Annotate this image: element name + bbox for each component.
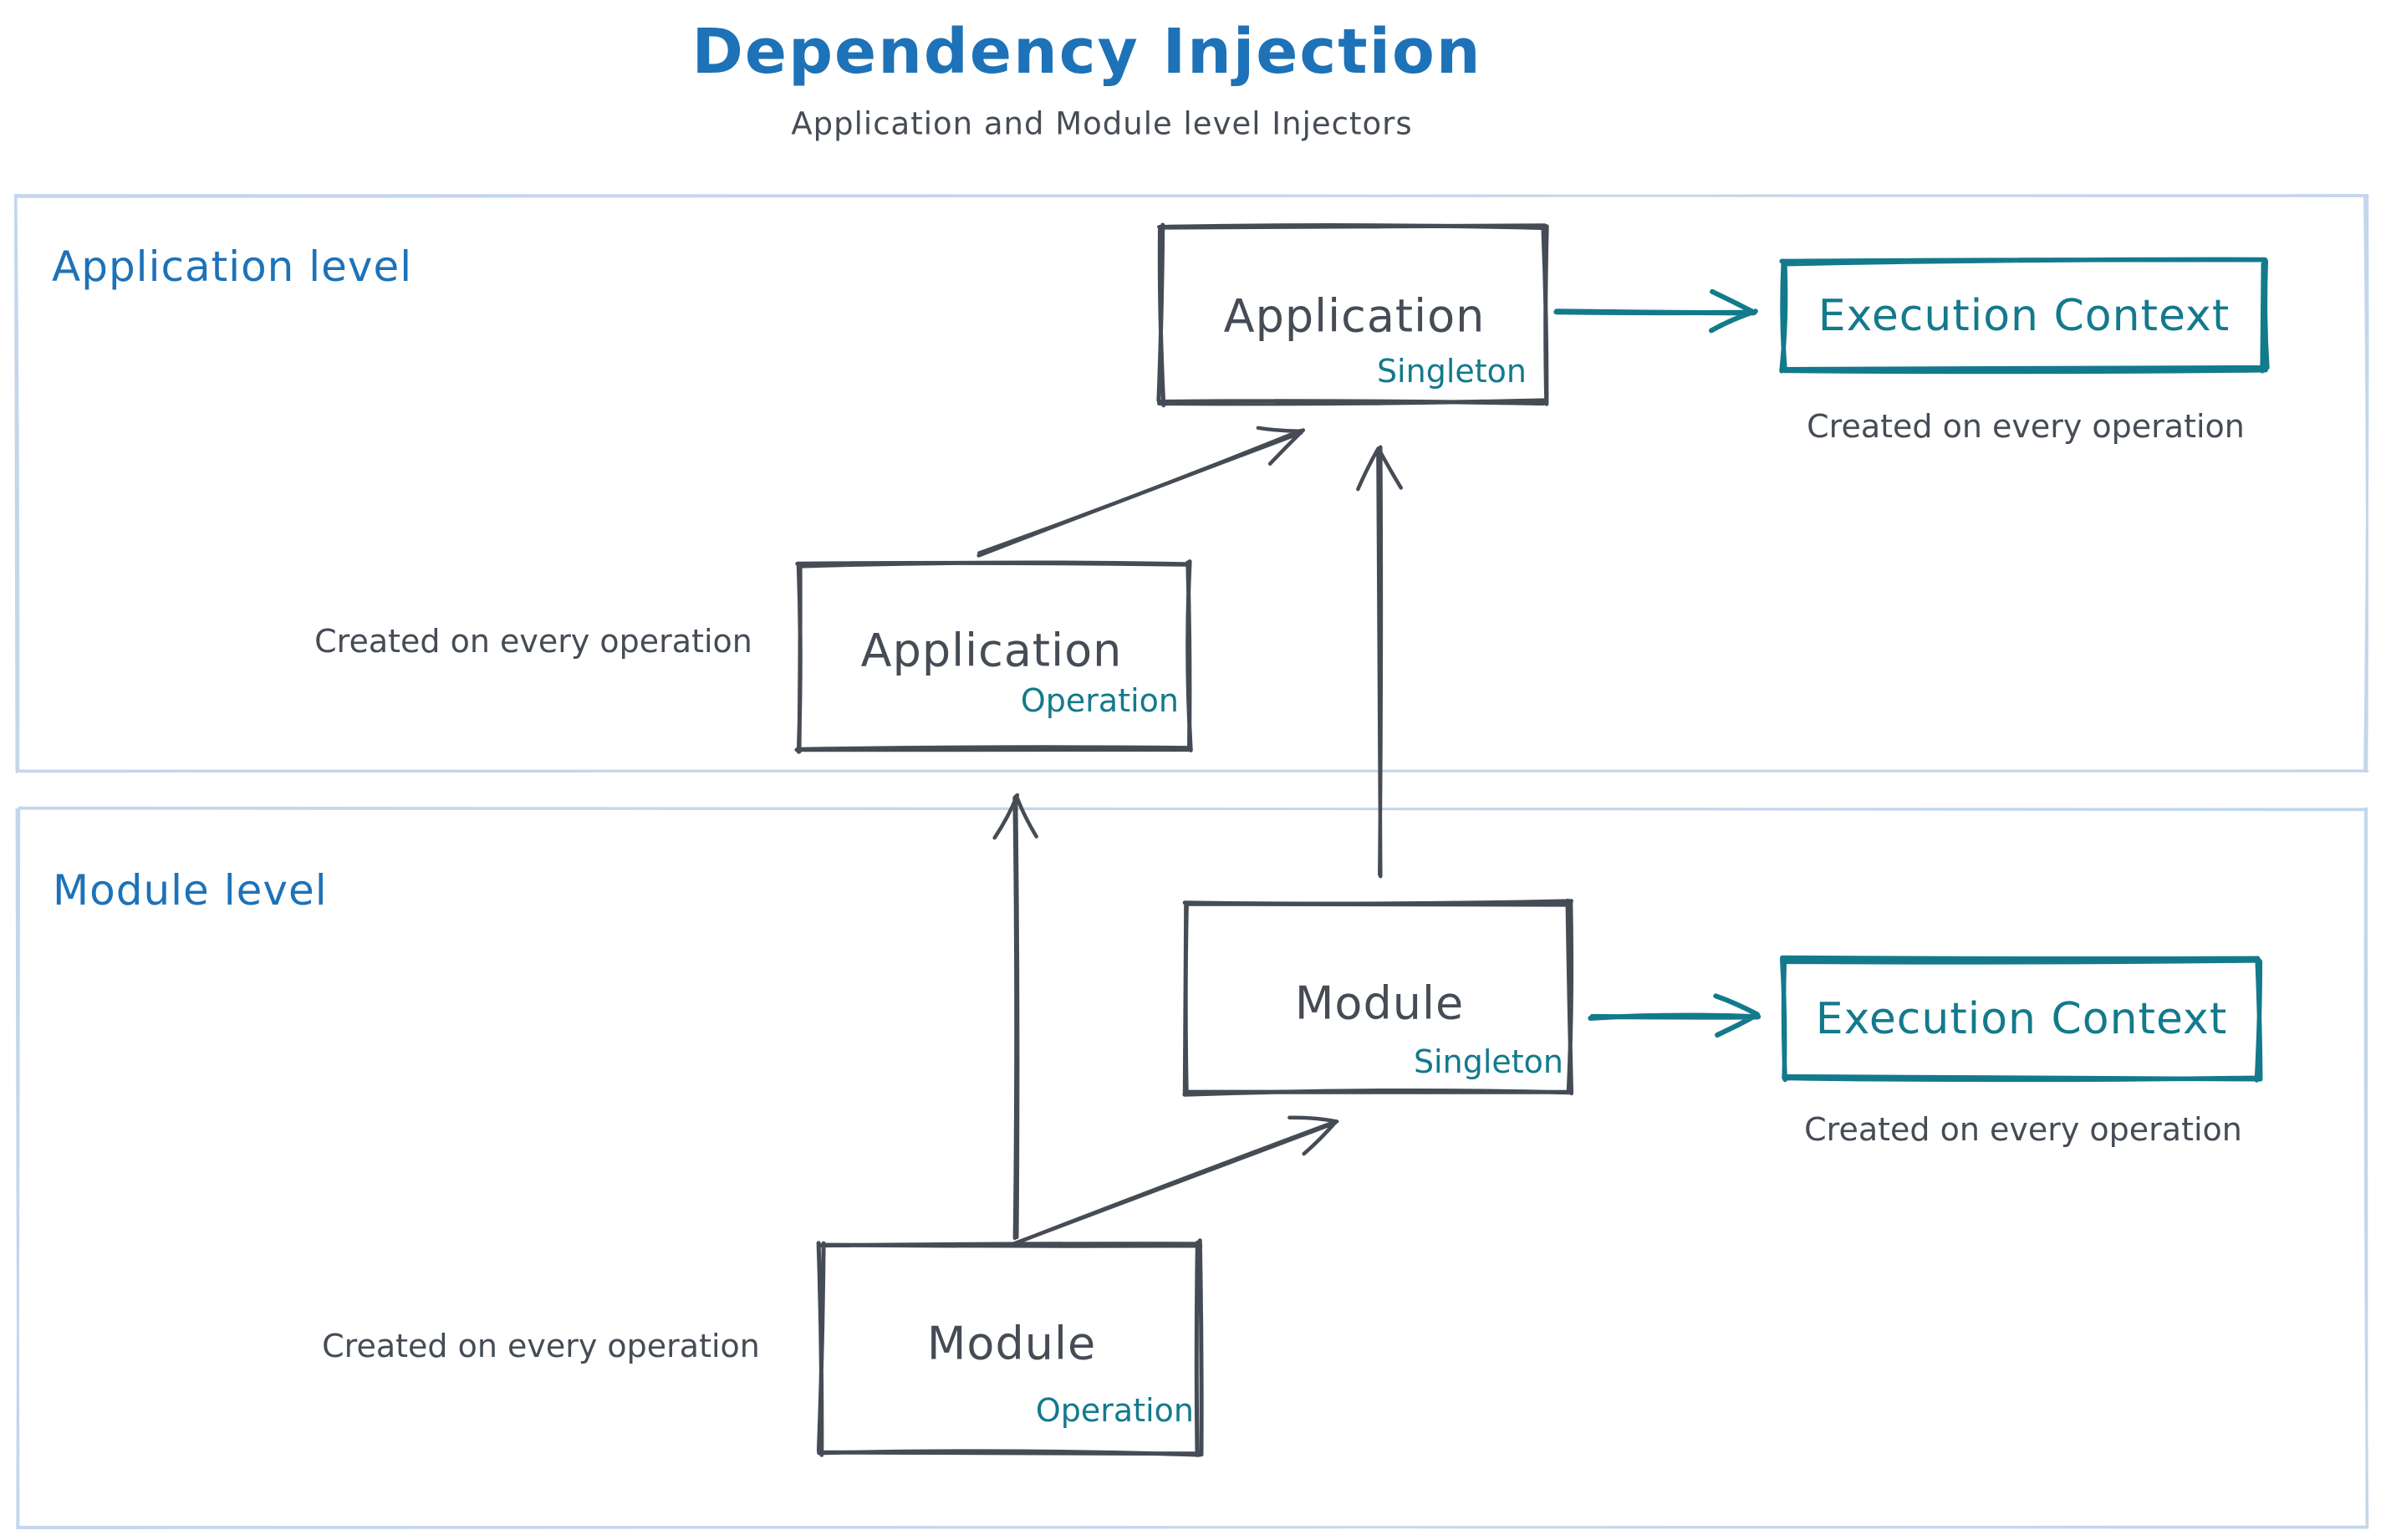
application-operation-label: Application <box>860 624 1123 677</box>
application-level-frame <box>14 193 2369 773</box>
caption-app-operation: Created on every operation <box>314 623 752 660</box>
application-singleton-scope: Singleton <box>1376 353 1527 390</box>
application-operation-scope: Operation <box>1020 682 1179 719</box>
module-singleton-box <box>1182 898 1574 1097</box>
module-singleton-scope: Singleton <box>1413 1043 1563 1080</box>
arrow-app-operation-to-app-singleton <box>976 426 1306 558</box>
application-operation-box <box>794 559 1193 754</box>
module-operation-label: Module <box>926 1317 1097 1370</box>
execution-context-box-module <box>1779 955 2263 1083</box>
application-singleton-label: Application <box>1223 289 1486 343</box>
module-level-frame <box>15 806 2369 1530</box>
arrow-module-operation-to-app-operation <box>992 793 1038 1241</box>
module-singleton-label: Module <box>1294 977 1465 1030</box>
application-level-label: Application level <box>52 242 413 291</box>
caption-module-execution: Created on every operation <box>1804 1111 2242 1148</box>
execution-context-label-app: Execution Context <box>1818 291 2231 341</box>
caption-module-operation: Created on every operation <box>322 1328 760 1364</box>
caption-app-execution: Created on every operation <box>1807 408 2245 445</box>
arrow-module-singleton-to-execution-context <box>1588 993 1761 1038</box>
diagram-subtitle: Application and Module level Injectors <box>791 105 1413 142</box>
module-operation-scope: Operation <box>1035 1392 1194 1429</box>
diagram-title: Dependency Injection <box>691 16 1482 88</box>
execution-context-box-app <box>1779 257 2270 375</box>
arrow-app-singleton-to-execution-context <box>1553 288 1758 334</box>
arrow-module-operation-to-module-singleton <box>1007 1115 1339 1247</box>
execution-context-label-module: Execution Context <box>1815 994 2228 1044</box>
application-singleton-box <box>1156 222 1549 408</box>
arrow-module-singleton-to-app-singleton <box>1356 445 1404 879</box>
module-level-label: Module level <box>53 866 328 915</box>
